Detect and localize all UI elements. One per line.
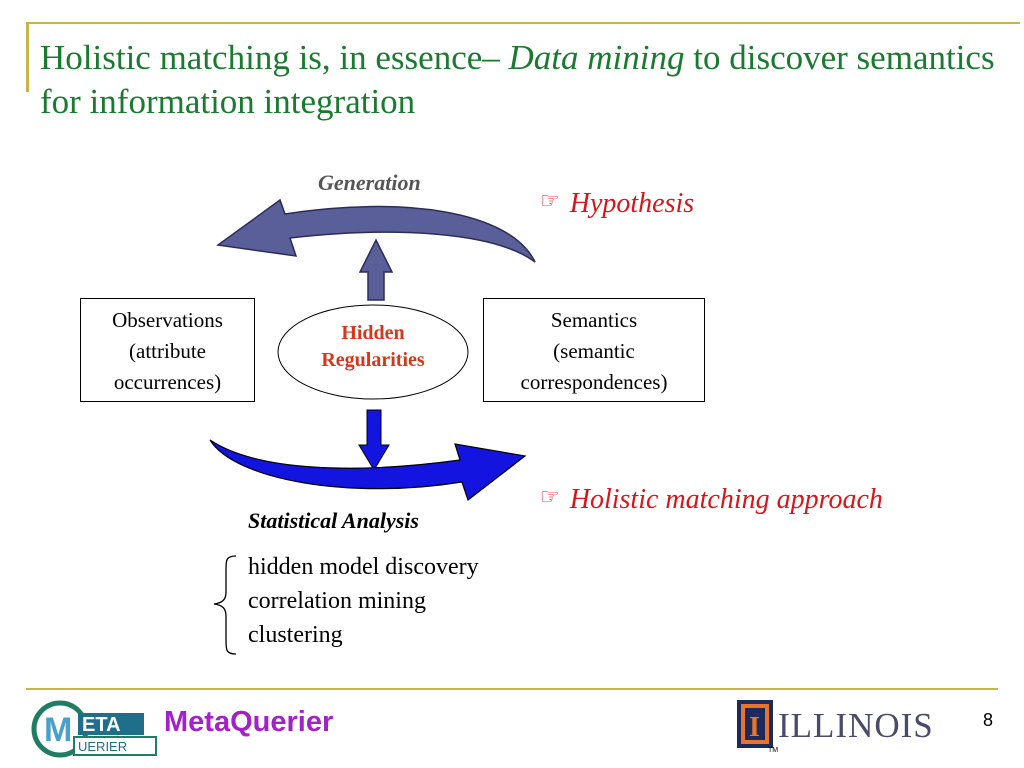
observations-line-1: Observations (112, 308, 223, 332)
method-item: hidden model discovery (248, 554, 479, 580)
logo-initial: M (44, 711, 72, 749)
trademark-mark: TM (768, 747, 779, 754)
methods-brace (213, 555, 237, 655)
generation-label: Generation (318, 170, 421, 195)
observations-line-2: (attribute (129, 339, 206, 363)
illinois-wordmark: ILLINOIS (778, 706, 934, 745)
up-arrow (358, 238, 394, 301)
semantics-box: Semantics (semantic correspondences) (483, 298, 705, 402)
down-arrow (358, 409, 390, 471)
hypothesis-label: ☞ Hypothesis (540, 188, 694, 220)
metaquerier-brand: MetaQuerier (164, 706, 334, 738)
holistic-approach-text: Holistic matching approach (569, 484, 883, 515)
generation-curved-arrow (216, 198, 536, 263)
logo-bottom-letters: UERIER (78, 739, 127, 754)
method-item: correlation mining (248, 588, 426, 614)
footer-rule (26, 688, 998, 690)
hidden-regularities-line-1: Hidden (341, 322, 405, 344)
svg-text:I: I (749, 712, 760, 743)
metaquerier-logo: M ETA UERIER (31, 700, 157, 758)
hypothesis-text: Hypothesis (569, 188, 695, 219)
statistical-analysis-label: Statistical Analysis (248, 508, 419, 533)
illinois-block-i-icon: I (737, 700, 773, 748)
title-rule-left (26, 22, 29, 92)
observations-box: Observations (attribute occurrences) (80, 298, 255, 402)
pointing-hand-icon: ☞ (540, 189, 560, 214)
hidden-regularities-ellipse (277, 304, 469, 400)
semantics-line-1: Semantics (550, 308, 638, 332)
holistic-approach-label: ☞ Holistic matching approach (540, 484, 883, 516)
hidden-regularities-line-2: Regularities (321, 349, 425, 371)
observations-line-3: occurrences) (113, 370, 222, 394)
method-item: clustering (248, 622, 343, 648)
methods-list: hidden model discovery correlation minin… (248, 550, 479, 652)
statistical-curved-arrow (209, 439, 527, 501)
title-rule-top (26, 22, 1020, 24)
diagram-arrows (209, 198, 536, 655)
semantics-line-2: (semantic (553, 339, 635, 363)
slide-title: Holistic matching is, in essence– Data m… (40, 38, 995, 121)
semantics-line-3: correspondences) (520, 370, 668, 394)
page-number: 8 (983, 710, 994, 730)
pointing-hand-icon: ☞ (540, 485, 560, 510)
hidden-regularities-label: Hidden Regularities (283, 320, 463, 374)
logo-top-letters: ETA (82, 714, 121, 736)
